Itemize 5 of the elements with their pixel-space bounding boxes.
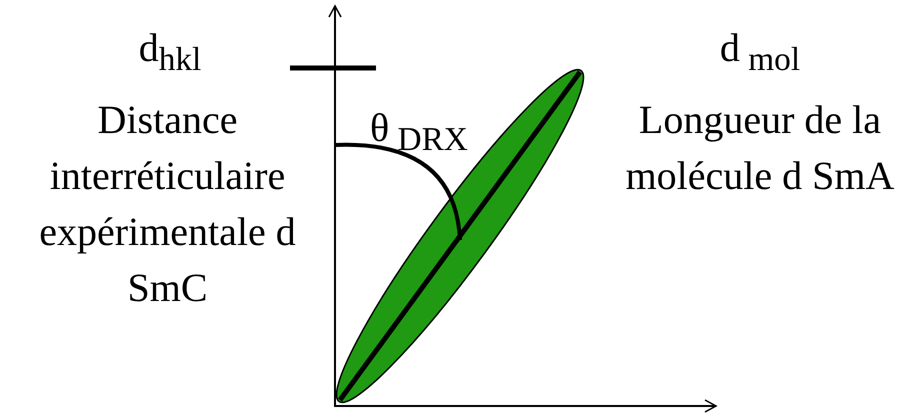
symbol-label: d $_{mol}$: [718, 24, 802, 80]
angle-label: θ $_{DRX}$: [370, 104, 469, 160]
description-text: Longueur de la molécule d SmA: [624, 96, 896, 200]
symbol-label: d$_{hkl}$: [138, 24, 202, 80]
description-text: Distance interréticulaire expérimentale d SmC: [38, 96, 297, 312]
